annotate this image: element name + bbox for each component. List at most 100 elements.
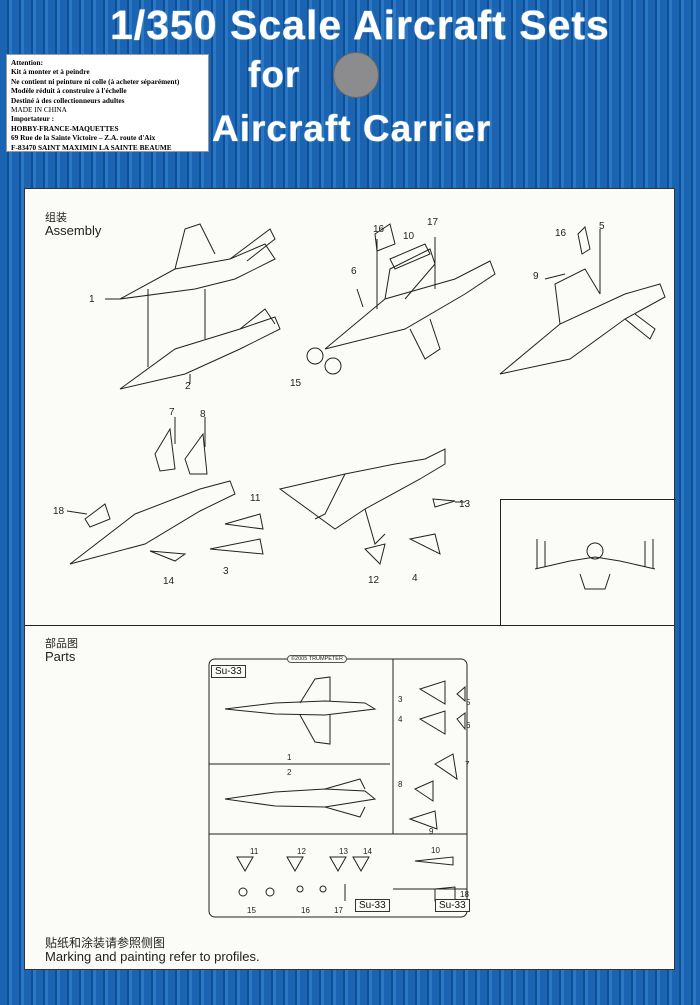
sticker-line: Kit à monter et à peindre xyxy=(11,67,90,77)
part-13-shape xyxy=(329,856,347,873)
jet-bottom-view xyxy=(278,448,446,530)
part-number: 7 xyxy=(465,760,470,769)
callout: 2 xyxy=(185,381,191,392)
sprue-label-top: Su-33 xyxy=(211,665,246,678)
front-view-inset xyxy=(500,499,676,625)
part-6-shape xyxy=(456,712,466,731)
part-10-shape xyxy=(414,856,454,866)
callout: 10 xyxy=(403,231,415,242)
part-9-shape xyxy=(408,810,438,830)
part-14-shape xyxy=(352,856,370,873)
section-divider xyxy=(25,625,674,626)
part-8-shape xyxy=(413,780,434,802)
jet-right-view xyxy=(499,283,666,375)
canopy-part xyxy=(374,223,396,252)
callout: 13 xyxy=(459,499,471,510)
canopy-part-16 xyxy=(577,226,591,255)
part-number: 17 xyxy=(334,906,343,915)
part-number: 6 xyxy=(466,721,471,730)
fin-part-10 xyxy=(389,243,431,270)
callout: 4 xyxy=(412,573,418,584)
part-11-shape xyxy=(236,856,254,873)
part-number: 1 xyxy=(287,753,292,762)
part-number: 4 xyxy=(398,715,403,724)
sticker-line: F-83470 SAINT MAXIMIN LA SAINTE BEAUME xyxy=(11,142,172,152)
callout: 9 xyxy=(533,271,539,282)
sticker-line: Attention: xyxy=(11,58,44,67)
part-number: 11 xyxy=(250,847,259,856)
callout: 12 xyxy=(368,575,380,586)
engine-nozzle xyxy=(306,347,324,365)
title-line-2: for xyxy=(248,54,301,95)
sticker-line: Ne contient ni peinture ni colle (à ache… xyxy=(11,76,180,86)
part-3 xyxy=(209,538,264,555)
part-number: 13 xyxy=(339,847,348,856)
part-number: 5 xyxy=(466,698,471,707)
part-13 xyxy=(432,498,456,508)
callout: 15 xyxy=(290,378,302,389)
callout: 7 xyxy=(169,407,175,418)
sticker-line: 69 Rue de la Sainte Victoire – Z.A. rout… xyxy=(11,133,156,143)
jet-front-view xyxy=(534,556,656,570)
part-number: 15 xyxy=(247,906,256,915)
callout: 1 xyxy=(89,294,95,305)
callout: 6 xyxy=(351,266,357,277)
part-7-shape xyxy=(434,753,458,781)
callout: 14 xyxy=(163,576,175,587)
title-line-3: Aircraft Carrier xyxy=(212,108,492,149)
jet-tail xyxy=(229,228,276,262)
assembly-title-en: Assembly xyxy=(45,223,102,238)
jet-left-view xyxy=(69,480,236,565)
assembly-title-cn: 组装 xyxy=(45,211,67,224)
sticker-line: Modèle réduit à construire à l'échelle xyxy=(11,86,127,96)
part-number: 8 xyxy=(398,780,403,789)
fuselage-top-part xyxy=(224,700,377,716)
copyright-tag: ©2005 TRUMPETER xyxy=(287,655,347,663)
part-number: 3 xyxy=(398,695,403,704)
part-17-shape xyxy=(319,885,327,893)
callout: 16 xyxy=(555,228,567,239)
part-number: 10 xyxy=(431,846,440,855)
jet-upper-fuselage xyxy=(119,243,276,300)
part-16-shape xyxy=(296,885,304,893)
callout: 18 xyxy=(53,506,65,517)
sticker-line: Destiné à des collectionneurs adultes xyxy=(11,95,125,105)
part-number: 9 xyxy=(429,827,434,836)
importer-sticker: Attention: Kit à monter et à peindre Ne … xyxy=(6,54,209,152)
sprue-label-right: Su-33 xyxy=(435,899,470,912)
fuselage-bottom-part xyxy=(224,788,377,808)
callout: 16 xyxy=(373,224,385,235)
part-4 xyxy=(408,533,441,555)
sticker-line: MADE IN CHINA xyxy=(11,105,67,115)
jet-wing xyxy=(174,223,216,270)
callout: 11 xyxy=(250,493,261,504)
part-number: 14 xyxy=(363,847,372,856)
tail-fin-8 xyxy=(184,432,208,475)
parts-title-en: Parts xyxy=(45,649,76,664)
tail-fin-7 xyxy=(154,427,176,472)
sprue-label-bottom: Su-33 xyxy=(355,899,390,912)
footer-note-en: Marking and painting refer to profiles. xyxy=(45,949,260,964)
part-3-shape xyxy=(418,680,446,705)
canopy-part-18 xyxy=(84,503,111,528)
part-number: 16 xyxy=(301,906,310,915)
callout: 8 xyxy=(200,409,206,420)
footer-note-cn: 贴纸和涂装请参照侧图 xyxy=(45,936,166,950)
callout: 17 xyxy=(427,217,439,228)
jet-top-view xyxy=(324,260,496,350)
part-number: 18 xyxy=(460,890,469,899)
callout: 5 xyxy=(599,221,605,232)
sticker-line: HOBBY-FRANCE-MAQUETTES xyxy=(11,123,119,133)
sprue-frame xyxy=(208,658,468,918)
grey-color-dot xyxy=(333,52,379,98)
part-number: 2 xyxy=(287,768,292,777)
title-line-1: 1/350 Scale Aircraft Sets xyxy=(110,2,610,48)
part-4-shape xyxy=(418,710,446,735)
parts-title-cn: 部品图 xyxy=(45,637,78,650)
assembly-diagram: 1 2 16 10 17 6 15 16 5 9 7 8 18 11 14 3 … xyxy=(53,217,666,590)
part-11 xyxy=(224,513,264,530)
sticker-line: Importateur : xyxy=(11,114,55,124)
part-12-shape xyxy=(286,856,304,873)
sprue-diagram: 1 2 3 4 5 6 7 8 9 10 11 12 13 14 15 16 1… xyxy=(208,658,471,918)
